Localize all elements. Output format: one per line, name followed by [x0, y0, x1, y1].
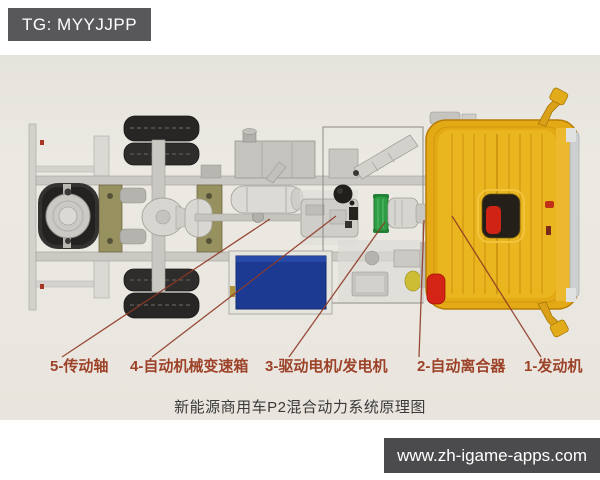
- rear-axle: [119, 139, 197, 293]
- windshield-strip: [569, 131, 580, 298]
- rear-bumper: [28, 123, 110, 311]
- spare-tire: [38, 183, 99, 249]
- truck-chassis-diagram: [28, 87, 580, 358]
- leader-line-2: [418, 219, 425, 358]
- part-label-amt-gearbox: 4-自动机械变速箱: [130, 358, 249, 375]
- cab: [425, 87, 580, 338]
- part-label-drive-motor: 3-驱动电机/发电机: [265, 358, 388, 375]
- leader-lines: [61, 215, 542, 358]
- part-label-auto-clutch: 2-自动离合器: [417, 358, 506, 375]
- toolbox: [200, 128, 316, 184]
- side-mirror-top: [537, 87, 569, 127]
- diagram-photo: 5-传动轴 4-自动机械变速箱 3-驱动电机/发电机 2-自动离合器 1-发动机…: [0, 55, 600, 420]
- bottom-right-watermark: www.zh-igame-apps.com: [384, 438, 600, 473]
- leader-line-3: [288, 221, 386, 358]
- muffler: [230, 185, 304, 214]
- part-label-driveshaft: 5-传动轴: [50, 358, 109, 375]
- battery-box: [228, 250, 333, 315]
- leader-line-5: [61, 218, 271, 358]
- underfloor-equipment: [338, 240, 430, 302]
- part-label-engine: 1-发动机: [524, 358, 583, 375]
- side-mirror-bottom: [537, 301, 569, 338]
- cab-roof-hatch: [477, 189, 525, 243]
- engine-bay-details: [328, 134, 419, 204]
- cab-red-component: [426, 273, 446, 305]
- cab-seat: [486, 206, 501, 234]
- diagram-caption: 新能源商用车P2混合动力系统原理图: [174, 399, 426, 416]
- leader-line-1: [451, 215, 542, 358]
- leader-line-4: [151, 215, 337, 358]
- top-left-watermark: TG: MYYJJPP: [8, 8, 152, 41]
